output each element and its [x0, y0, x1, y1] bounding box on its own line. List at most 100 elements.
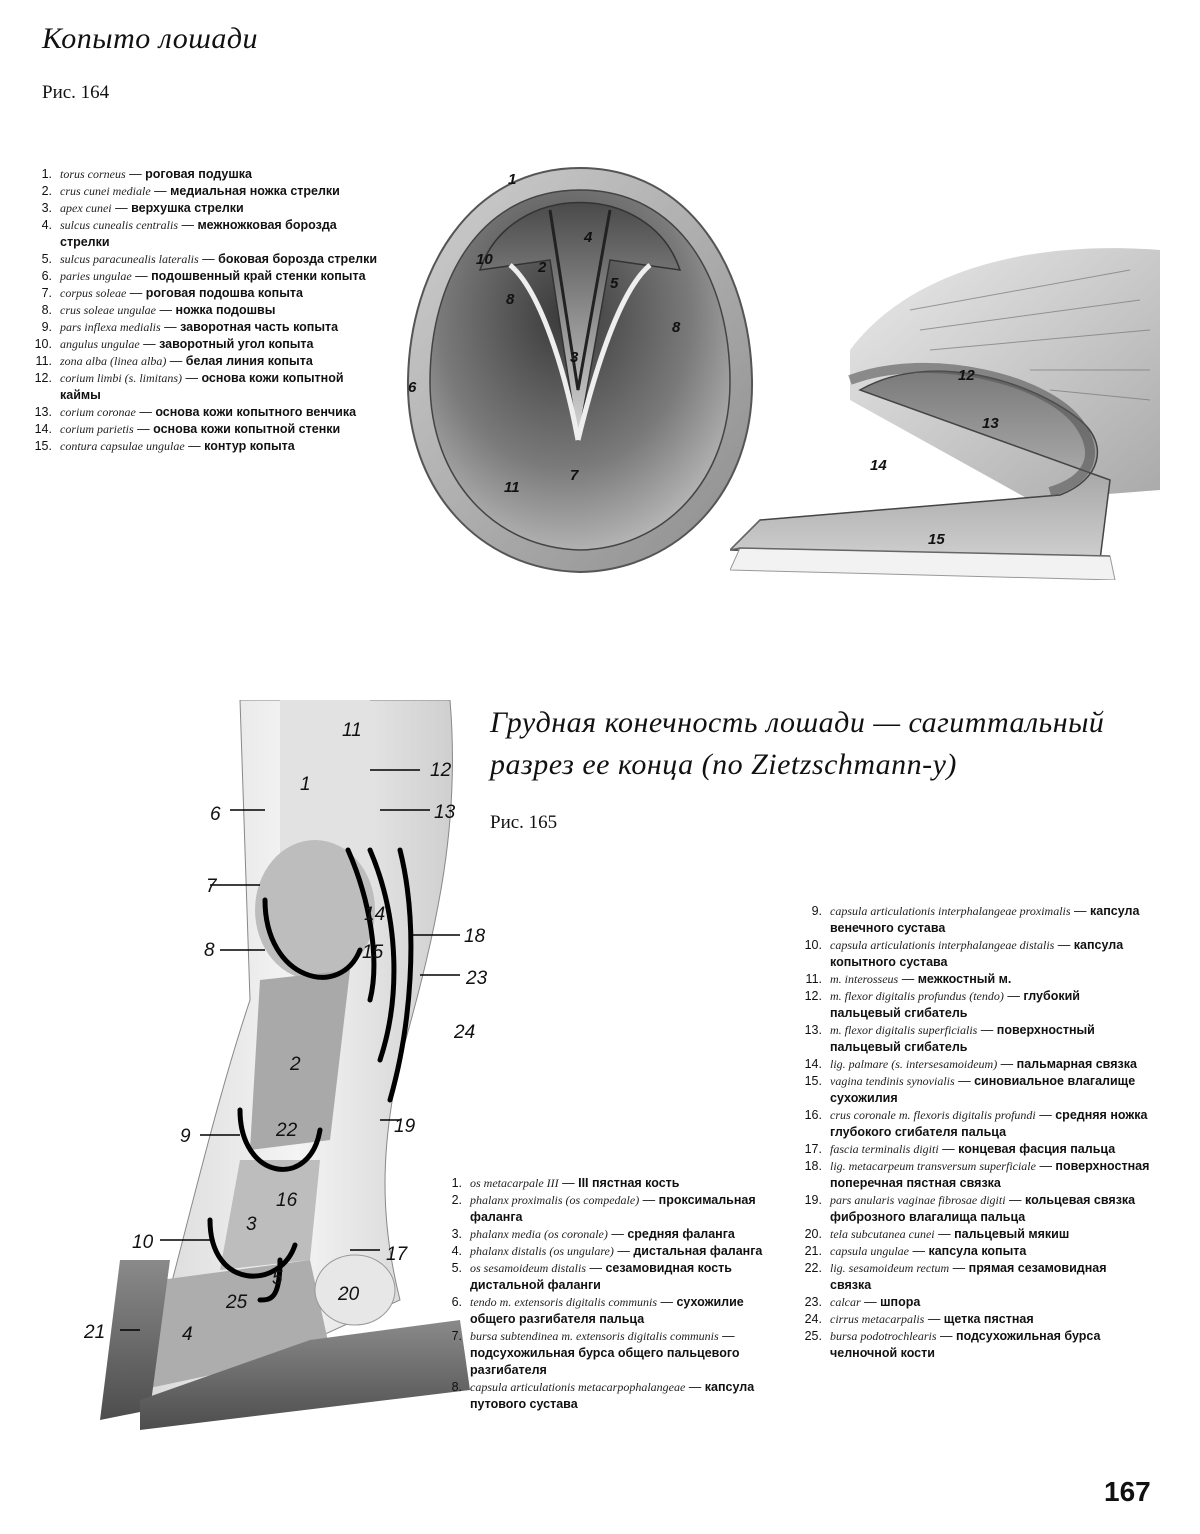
legend-item-text: tendo m. extensoris digitalis communis —…	[470, 1295, 744, 1326]
sole-label: 8	[672, 319, 681, 336]
legend-item: 12.m. flexor digitalis profundus (tendo)…	[800, 988, 1150, 1022]
legend-item: 17.fascia terminalis digiti — концевая ф…	[800, 1141, 1150, 1158]
leg-label: 5	[272, 1268, 283, 1289]
legend-item: 4. sulcus cunealis centralis — межножкова…	[30, 217, 380, 251]
legend-item-number: 9.	[811, 904, 822, 918]
legend-item-number: 16.	[804, 1108, 822, 1122]
legend-item-number: 10.	[34, 337, 52, 351]
legend-item-russian: капсула копытного сустава	[830, 938, 1124, 969]
legend-item: 8.crus soleae ungulae — ножка подошвы	[30, 302, 380, 319]
legend-item-text: contura capsulae ungulae — контур копыта	[60, 439, 295, 453]
legend-item-russian: роговая подошва копыта	[145, 286, 303, 300]
legend-item-text: cirrus metacarpalis — щетка пястная	[830, 1312, 1034, 1326]
legend-item-text: capsula articulationis interphalangeae p…	[830, 904, 1140, 935]
legend-item-text: corpus soleae — роговая подошва копыта	[60, 286, 303, 300]
legend-item-russian: III пястная кость	[578, 1176, 680, 1190]
legend-item-latin: capsula articulationis metacarpophalange…	[470, 1380, 686, 1394]
section2-title-line1: Грудная конечность лошади — сагиттальный	[490, 706, 1105, 739]
section1-title: Копыто лошади	[42, 22, 259, 55]
legend-item-latin: sulcus paracunealis lateralis	[60, 252, 199, 266]
legend-item-latin: m. interosseus	[830, 972, 899, 986]
legend-item-text: m. flexor digitalis superficialis — пове…	[830, 1023, 1095, 1054]
legend-item-latin: tela subcutanea cunei	[830, 1227, 935, 1241]
legend-item: 11.m. interosseus — межкостный м.	[800, 971, 1150, 988]
legend-item-text: paries ungulae — подошвенный край стенки…	[60, 269, 366, 283]
legend-item-text: fascia terminalis digiti — концевая фасц…	[830, 1142, 1116, 1156]
sole-label: 7	[570, 467, 579, 484]
legend-item-russian: поверхностная поперечная пястная связка	[830, 1159, 1150, 1190]
legend-item-russian: межкостный м.	[917, 972, 1012, 986]
legend-item: 15.vagina tendinis synovialis — синовиал…	[800, 1073, 1150, 1107]
leg-label: 25	[225, 1292, 248, 1313]
leg-label: 23	[465, 968, 488, 989]
leg-section-illustration: 1 2 3 4 5 6 7 8 9 10 11 12 13 14 15 16 1…	[83, 700, 488, 1430]
legend-item-latin: phalanx media (os coronale)	[470, 1227, 608, 1241]
legend-item-text: corium parietis — основа кожи копытной с…	[60, 422, 341, 436]
legend-item-number: 18.	[804, 1159, 822, 1173]
sole-label: 8	[506, 291, 515, 308]
legend-item-latin: zona alba (linea alba)	[60, 354, 167, 368]
legend-item-latin: capsula articulationis interphalangeae d…	[830, 938, 1055, 952]
legend-item-text: capsula articulationis metacarpophalange…	[470, 1380, 755, 1411]
legend-item-text: calcar — шпора	[830, 1295, 921, 1309]
sole-label: 11	[504, 479, 520, 496]
side-label: 13	[982, 415, 999, 432]
legend-item: 20.tela subcutanea cunei — пальцевый мяк…	[800, 1226, 1150, 1243]
section2-figure-label: Рис. 165	[490, 812, 558, 833]
legend-item-latin: sulcus cunealis centralis	[60, 218, 178, 232]
legend-item-latin: paries ungulae	[60, 269, 132, 283]
legend-item-number: 10.	[804, 938, 822, 952]
legend-item-number: 12.	[34, 371, 52, 385]
legend-item-number: 4.	[41, 218, 52, 232]
legend-item-text: lig. metacarpeum transversum superficial…	[830, 1159, 1150, 1190]
legend-item-russian: средняя фаланга	[627, 1227, 735, 1241]
legend-item-russian: основа кожи копытного венчика	[155, 405, 357, 419]
sole-label: 2	[537, 259, 547, 276]
legend-item-russian: сезамовидная кость дистальной фаланги	[470, 1261, 732, 1292]
legend-item-text: m. interosseus — межкостный м.	[830, 972, 1012, 986]
legend-item-text: pars inflexa medialis — заворотная часть…	[60, 320, 339, 334]
side-label: 12	[958, 367, 975, 384]
leg-label: 21	[83, 1322, 105, 1343]
legend-item-number: 6.	[41, 269, 52, 283]
legend-item: 10. capsula articulationis interphalangea…	[800, 937, 1150, 971]
legend-item-text: zona alba (linea alba) — белая линия коп…	[60, 354, 313, 368]
legend-item-latin: phalanx proximalis (os compedale)	[470, 1193, 640, 1207]
legend-item: 25.bursa podotrochlearis — подсухожильна…	[800, 1328, 1150, 1362]
leg-label: 11	[342, 720, 362, 741]
leg-label: 9	[180, 1126, 191, 1147]
legend-item-russian: роговая подушка	[145, 167, 252, 181]
legend-item-russian: пальцевый мякиш	[954, 1227, 1070, 1241]
leg-label: 18	[464, 926, 486, 947]
legend-item: 23.calcar — шпора	[800, 1294, 1150, 1311]
hoof-side-illustration: 12 13 14 15	[730, 248, 1160, 580]
legend-item-number: 9.	[41, 320, 52, 334]
legend-item-text: bursa subtendinea m. extensoris digitali…	[470, 1329, 740, 1377]
legend-item-russian: медиальная ножка стрелки	[170, 184, 340, 198]
legend-item-russian: основа кожи копытной стенки	[153, 422, 341, 436]
legend-item: 6.tendo m. extensoris digitalis communis…	[440, 1294, 780, 1328]
sole-label: 10	[476, 251, 493, 268]
legend-item: 1.torus corneus — роговая подушка	[30, 166, 380, 183]
legend-item: 10.angulus ungulae — заворотный угол коп…	[30, 336, 380, 353]
legend-item-russian: шпора	[880, 1295, 921, 1309]
legend-item-latin: torus corneus	[60, 167, 126, 181]
legend-item-russian: подсухожильная бурса общего пальцевого р…	[470, 1346, 740, 1377]
legend-item-number: 14.	[34, 422, 52, 436]
legend-item-russian: синовиальное влагалище сухожилия	[830, 1074, 1136, 1105]
legend-item-text: sulcus cunealis centralis — межножковая …	[60, 218, 337, 249]
legend-item-number: 8.	[451, 1380, 462, 1394]
leg-label: 20	[337, 1284, 360, 1305]
sole-label: 4	[583, 229, 593, 246]
legend-item-text: capsula articulationis interphalangeae d…	[830, 938, 1124, 969]
legend-item-latin: contura capsulae ungulae	[60, 439, 185, 453]
legend-item-russian: верхушка стрелки	[131, 201, 244, 215]
legend-item: 8. capsula articulationis metacarpophalan…	[440, 1379, 780, 1413]
legend-item-latin: os metacarpale III	[470, 1176, 559, 1190]
legend-item: 6. paries ungulae — подошвенный край стен…	[30, 268, 380, 285]
legend-item-russian: концевая фасция пальца	[958, 1142, 1116, 1156]
legend-item-text: bursa podotrochlearis — подсухожильная б…	[830, 1329, 1101, 1360]
legend-item-russian: дистальная фаланга	[633, 1244, 763, 1258]
legend-item-text: pars anularis vaginae fibrosae digiti — …	[830, 1193, 1136, 1224]
legend-item-latin: corium parietis	[60, 422, 134, 436]
